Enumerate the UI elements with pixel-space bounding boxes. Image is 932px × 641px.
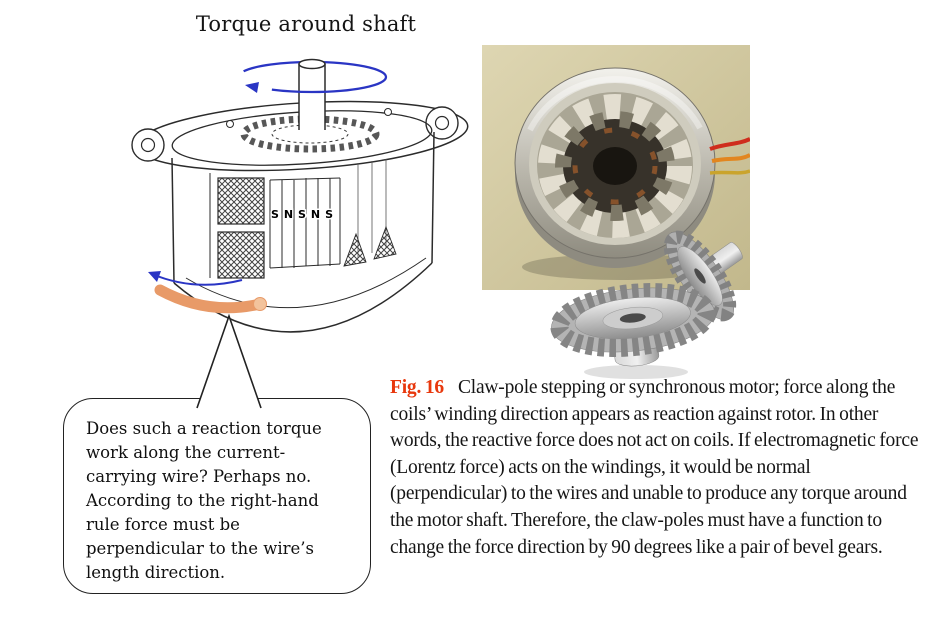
- claw-teeth-ring: [538, 94, 692, 238]
- stator-photo: [482, 45, 750, 290]
- mounting-flange: [131, 100, 469, 172]
- current-wire: [154, 284, 267, 314]
- lead-wires: [709, 137, 750, 175]
- cutaway-interior: S N S N S: [209, 159, 397, 279]
- figure-number-label: Fig. 16: [390, 377, 444, 398]
- copper-winding-hint: [572, 127, 658, 205]
- small-bevel-gear: [663, 230, 743, 322]
- claw-poles: [269, 177, 341, 269]
- speech-bubble: Does such a reaction torque work along t…: [63, 398, 371, 594]
- rotation-arrow-icon: [236, 60, 388, 94]
- motor-cutaway-diagram: S N S N S: [131, 58, 469, 333]
- speech-bubble-text: Does such a reaction torque work along t…: [86, 419, 322, 582]
- pole-polarity-labels: S N S N S: [271, 208, 333, 221]
- coil-winding-upper: [217, 177, 265, 225]
- large-bevel-gear: [550, 283, 716, 367]
- speech-bubble-tail: [196, 313, 262, 409]
- diagram-title: Torque around shaft: [195, 12, 417, 36]
- coil-winding-lower: [217, 231, 265, 279]
- bevel-gears-photo: [550, 230, 743, 379]
- figure-caption-text: Claw-pole stepping or synchronous motor;…: [390, 377, 919, 558]
- motor-shaft: [298, 58, 326, 130]
- wire-force-arrow-icon: [148, 271, 243, 286]
